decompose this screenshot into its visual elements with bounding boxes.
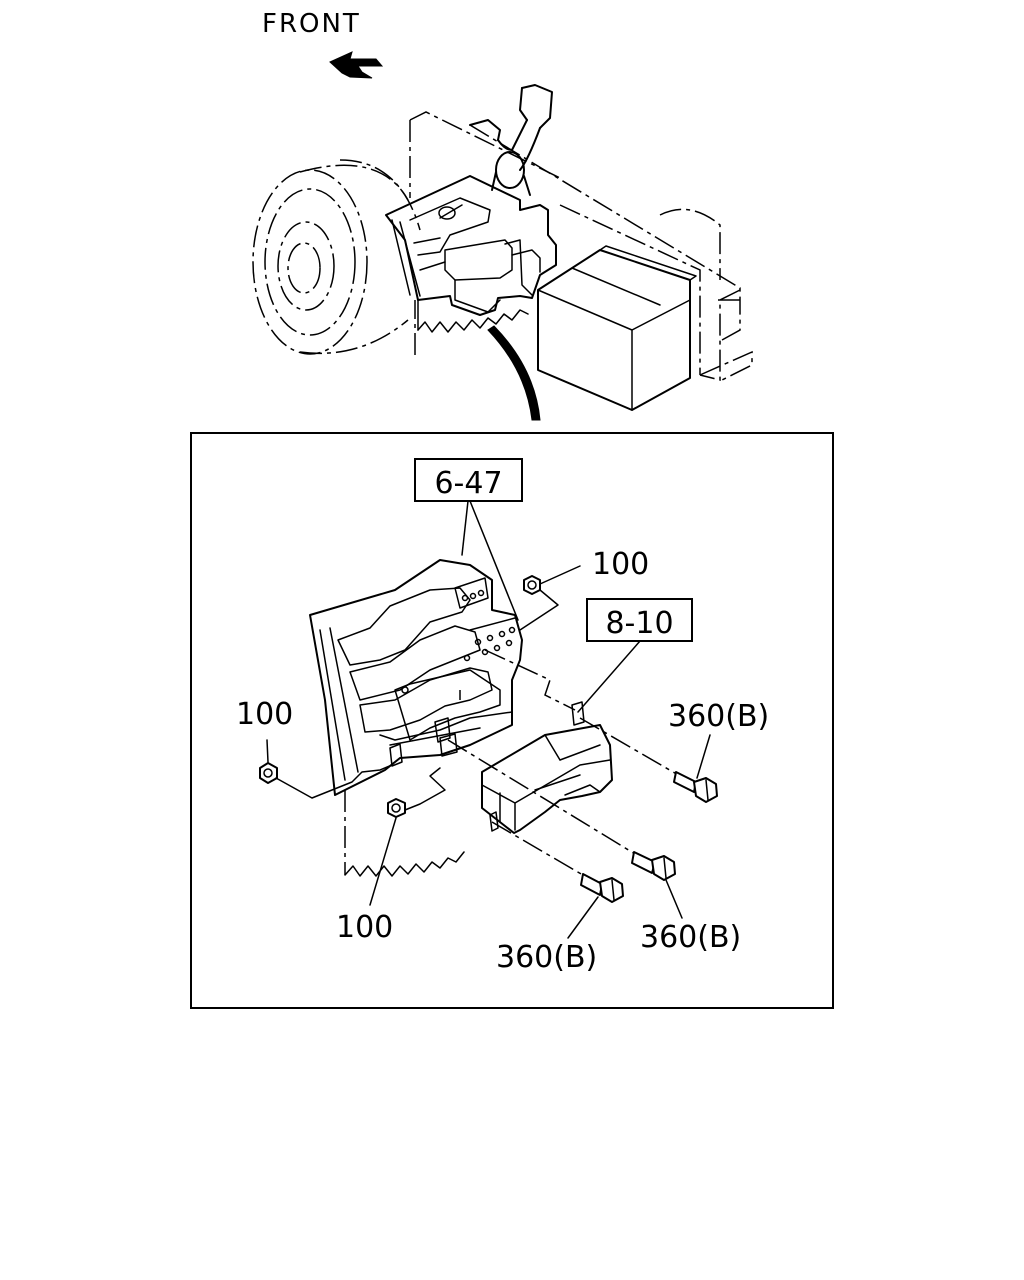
nut-bottom-path: [404, 767, 446, 811]
ref-label-8-10: 8-10: [605, 606, 673, 641]
bolt-right-leader: [696, 734, 711, 779]
battery-box: [537, 245, 697, 411]
callout-bolt-middle: 360(B): [640, 920, 741, 955]
module-detail: [481, 701, 613, 834]
ref-box-8-10[interactable]: 8-10: [586, 598, 693, 642]
front-indicator: FRONT: [262, 9, 384, 79]
nut-top-right-leader: [539, 565, 581, 585]
bolt-middle-icon[interactable]: [631, 851, 676, 881]
nut-top-right-path: [519, 589, 559, 631]
bolt-bottom-axis: [491, 821, 589, 879]
nut-left-path: [275, 764, 393, 799]
frame-rail: [409, 111, 753, 381]
overview-illustration: [252, 84, 753, 421]
callout-nut-left: 100: [236, 697, 293, 732]
leader-6-47-a: [461, 500, 469, 556]
nut-left-icon[interactable]: [259, 762, 278, 784]
bracket-overview: [385, 175, 557, 333]
bolt-right-icon[interactable]: [673, 771, 718, 803]
ref-label-6-47: 6-47: [434, 466, 502, 501]
nut-bottom-leader: [369, 817, 397, 906]
bolt-middle-leader: [665, 879, 683, 919]
callout-nut-bottom: 100: [336, 910, 393, 945]
leader-8-10: [577, 640, 641, 713]
detail-leader: [487, 325, 541, 421]
ref-box-6-47[interactable]: 6-47: [414, 458, 523, 502]
nut-bottom-icon[interactable]: [387, 798, 406, 818]
bracket-detail: [309, 559, 523, 877]
callout-bolt-right: 360(B): [668, 699, 769, 734]
wheel-icon: [252, 159, 421, 355]
bolt-right-axis: [579, 717, 681, 777]
nut-left-leader: [266, 739, 269, 763]
mount-outline: [484, 649, 576, 711]
front-arrow-icon: [329, 51, 384, 79]
bolt-bottom-icon[interactable]: [580, 873, 624, 903]
bolt-bottom-leader: [567, 896, 599, 939]
callout-nut-top-right: 100: [592, 547, 649, 582]
callout-bolt-bottom: 360(B): [496, 940, 597, 975]
leader-6-47-b: [469, 500, 519, 621]
nut-top-right-icon[interactable]: [523, 575, 541, 595]
bolt-middle-axis: [447, 739, 641, 858]
front-label: FRONT: [262, 9, 361, 39]
detail-frame: [190, 432, 834, 1009]
